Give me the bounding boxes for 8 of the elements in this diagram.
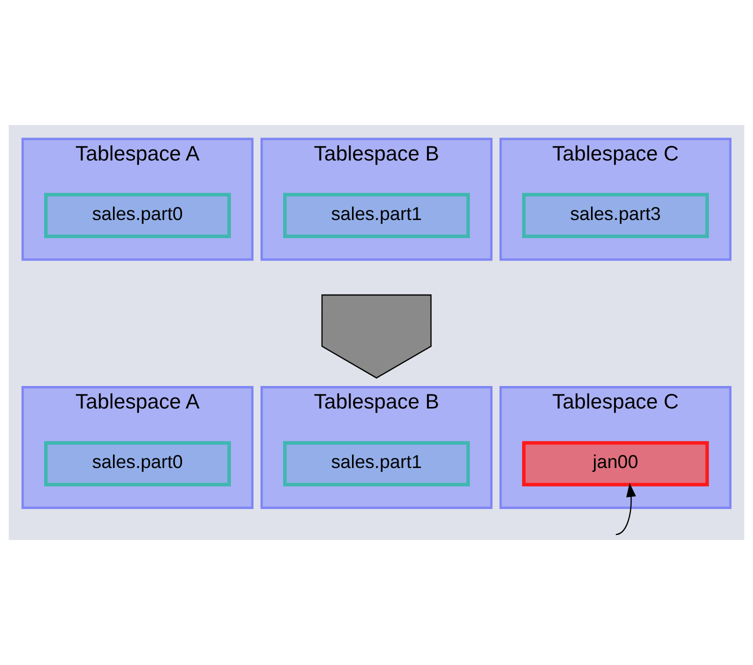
arrow [616, 482, 636, 536]
node-arrow [321, 294, 432, 379]
node-box: sales.part0 [44, 441, 231, 486]
node-box: sales.part1 [283, 441, 470, 486]
node-box: sales.part0 [44, 192, 231, 238]
node-box: sales.part3 [522, 192, 709, 238]
node-box: jan00 [522, 441, 709, 486]
node-box: sales.part1 [283, 192, 470, 238]
